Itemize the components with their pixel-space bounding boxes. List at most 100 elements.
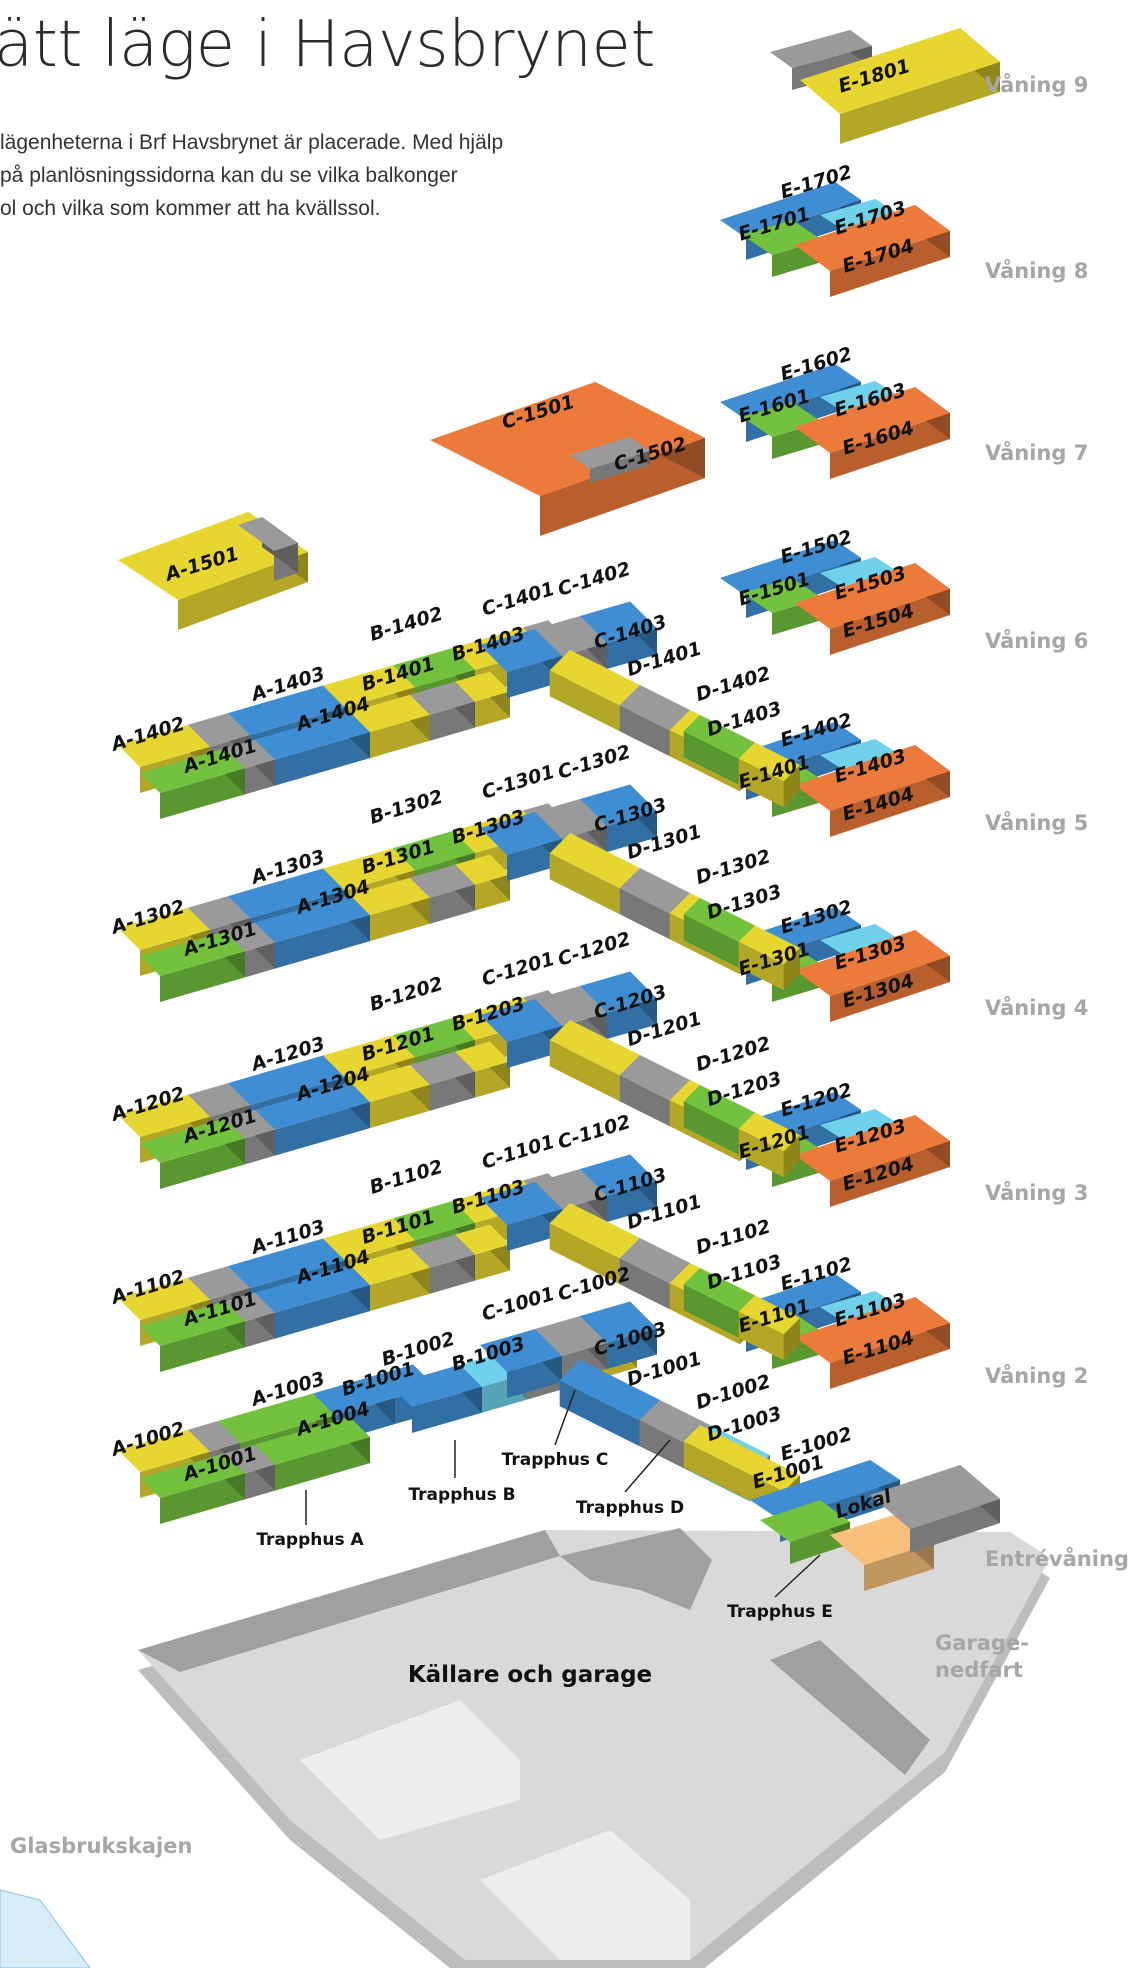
v7-c-1501 bbox=[430, 382, 705, 536]
v8-e-orange bbox=[795, 205, 950, 297]
v5-c-block-seg-2 bbox=[580, 784, 657, 852]
floor-label-v-ning-8: Våning 8 bbox=[985, 258, 1088, 283]
basement-slab bbox=[138, 1530, 1050, 1960]
v6-west-front-seg-5 bbox=[455, 671, 510, 728]
basement-court-2 bbox=[480, 1830, 690, 1960]
v3-west-front-seg-2 bbox=[255, 1265, 370, 1339]
label-d-1102: D-1102 bbox=[693, 1216, 773, 1260]
v4-c-block-seg-2 bbox=[580, 971, 657, 1039]
v6-se-end-seg-1 bbox=[738, 742, 800, 808]
callout-trapphus-d: Trapphus D bbox=[576, 1498, 684, 1518]
v5-c-block-seg-0 bbox=[480, 812, 562, 881]
label-d-1003: D-1003 bbox=[704, 1403, 784, 1447]
v2-e-orange bbox=[795, 1297, 950, 1389]
v5-west-front-seg-1 bbox=[225, 922, 275, 978]
v3-west-front-seg-3 bbox=[350, 1247, 430, 1312]
garage-ramp-wall bbox=[770, 1640, 930, 1775]
tower-e-v8 bbox=[720, 182, 950, 297]
v3-se-end-seg-1 bbox=[738, 1295, 800, 1361]
basement-wall-north bbox=[138, 1530, 560, 1672]
v7-c-core bbox=[570, 437, 650, 483]
v7-a-core bbox=[238, 517, 298, 581]
floor-label-v-ning-6: Våning 6 bbox=[985, 628, 1088, 653]
entre-west-front-seg-0 bbox=[140, 1453, 245, 1524]
intro-line-1: lägenheterna i Brf Havsbrynet är placera… bbox=[0, 131, 504, 154]
basement-wall-center bbox=[560, 1528, 712, 1610]
v3-e-orange bbox=[795, 1115, 950, 1207]
v5-west-front-seg-5 bbox=[455, 854, 510, 911]
garage-ramp-label-1: Garage- bbox=[935, 1631, 1029, 1655]
floor-label-v-ning-4: Våning 4 bbox=[985, 995, 1088, 1020]
v4-c-block-seg-0 bbox=[480, 999, 562, 1068]
floor-v5 bbox=[118, 784, 800, 1002]
label-b-1102: B-1102 bbox=[367, 1156, 445, 1199]
apartment-floors bbox=[118, 28, 1000, 1591]
entre-b-seg-0 bbox=[390, 1364, 482, 1433]
callout-trapphus-b: Trapphus B bbox=[408, 1485, 515, 1505]
v5-se-end-seg-1 bbox=[738, 925, 800, 991]
intro-line-2: på planlösningssidorna kan du se vilka b… bbox=[0, 164, 458, 187]
label-d-1403: D-1403 bbox=[704, 698, 784, 742]
v4-west-front-seg-4 bbox=[410, 1051, 475, 1111]
v4-e-orange bbox=[795, 930, 950, 1022]
label-d-1302: D-1302 bbox=[693, 846, 773, 890]
floor-v7-c bbox=[430, 382, 705, 536]
v3-west-front-seg-1 bbox=[225, 1292, 275, 1348]
v3-west-front-seg-0 bbox=[140, 1301, 245, 1372]
v6-west-front-seg-2 bbox=[255, 712, 370, 786]
label-c-1001: C-1001 bbox=[479, 1283, 557, 1326]
label-c-1201: C-1201 bbox=[479, 948, 557, 991]
v5-west-front-seg-4 bbox=[410, 864, 475, 924]
v6-west-front-seg-1 bbox=[225, 739, 275, 795]
page-title: ätt läge i Havsbrynet bbox=[0, 8, 655, 82]
label-b-1202: B-1202 bbox=[367, 973, 445, 1016]
entre-c-seg-2 bbox=[580, 1301, 657, 1369]
v5-west-front-seg-0 bbox=[140, 931, 245, 1002]
v3-west-front-seg-5 bbox=[455, 1224, 510, 1281]
corner-decoration bbox=[0, 1889, 91, 1968]
v5-west-front-seg-3 bbox=[350, 877, 430, 942]
v4-west-front-seg-0 bbox=[140, 1118, 245, 1189]
v6-west-front-seg-0 bbox=[140, 748, 245, 819]
floor-label-v-ning-3: Våning 3 bbox=[985, 1180, 1088, 1205]
basement-layer bbox=[138, 1528, 1050, 1968]
label-c-1102: C-1102 bbox=[555, 1111, 633, 1154]
v4-west-front-seg-5 bbox=[455, 1041, 510, 1098]
quay-label: Glasbrukskajen bbox=[10, 1834, 192, 1858]
floor-label-v-ning-9: Våning 9 bbox=[985, 72, 1088, 97]
entre-west-front-seg-1 bbox=[225, 1444, 275, 1500]
label-c-1202: C-1202 bbox=[555, 928, 633, 971]
tower-e-v7 bbox=[720, 364, 950, 479]
basement-label: Källare och garage bbox=[408, 1662, 652, 1688]
label-d-1103: D-1103 bbox=[704, 1251, 784, 1295]
floor-v4 bbox=[118, 971, 800, 1189]
label-d-1203: D-1203 bbox=[704, 1068, 784, 1112]
floor-entre bbox=[118, 1301, 1000, 1591]
callout-line-trapphus-d bbox=[624, 1439, 671, 1493]
label-d-1202: D-1202 bbox=[693, 1033, 773, 1077]
floor-v6 bbox=[118, 601, 800, 819]
floor-v7-a bbox=[118, 512, 308, 630]
v3-west-front-seg-4 bbox=[410, 1234, 475, 1294]
v4-west-front-seg-1 bbox=[225, 1109, 275, 1165]
v5-west-front-seg-2 bbox=[255, 895, 370, 969]
label-c-1301: C-1301 bbox=[479, 761, 557, 804]
v6-e-orange bbox=[795, 563, 950, 655]
floor-v3 bbox=[118, 1154, 800, 1372]
v3-c-block-seg-2 bbox=[580, 1154, 657, 1222]
label-b-1302: B-1302 bbox=[367, 786, 445, 829]
basement-court bbox=[300, 1700, 520, 1840]
floor-label-entr-v-ning: Entrévåning bbox=[985, 1546, 1129, 1571]
v5-e-orange bbox=[795, 745, 950, 837]
label-d-1303: D-1303 bbox=[704, 881, 784, 925]
label-b-1002: B-1002 bbox=[379, 1328, 457, 1371]
label-c-1101: C-1101 bbox=[479, 1131, 557, 1174]
callout-trapphus-a: Trapphus A bbox=[256, 1530, 364, 1550]
label-c-1302: C-1302 bbox=[555, 741, 633, 784]
floor-v9 bbox=[770, 28, 1000, 144]
label-c-1402: C-1402 bbox=[555, 558, 633, 601]
v6-west-front-seg-3 bbox=[350, 694, 430, 759]
v4-west-front-seg-2 bbox=[255, 1082, 370, 1156]
floor-label-v-ning-2: Våning 2 bbox=[985, 1363, 1088, 1388]
